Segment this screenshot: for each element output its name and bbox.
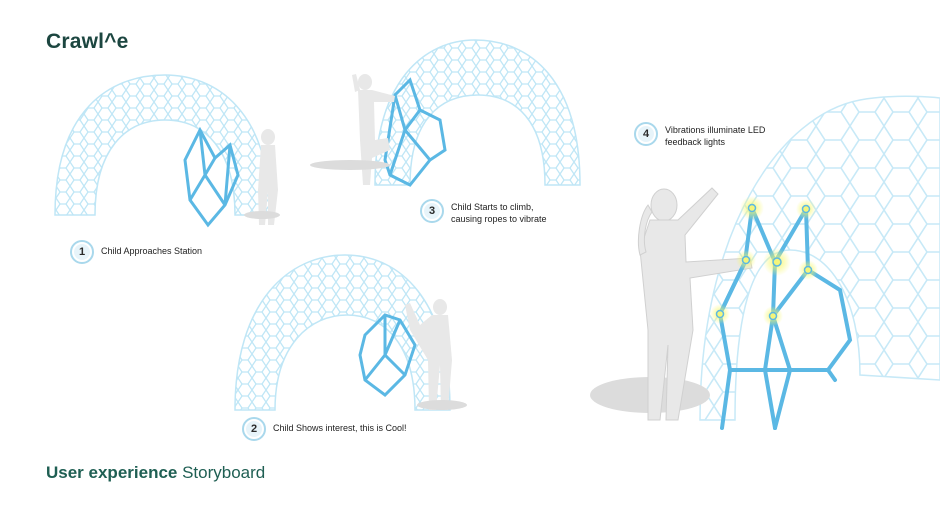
scene-1-dome	[54, 74, 280, 228]
step-3: 3 Child Starts to climb, causing ropes t…	[420, 199, 561, 225]
step-3-badge: 3	[420, 199, 444, 223]
step-2-badge: 2	[242, 417, 266, 441]
scene-1-child-silhouette	[244, 129, 280, 225]
step-3-caption: Child Starts to climb, causing ropes to …	[451, 202, 547, 224]
scene-2-dome	[234, 254, 467, 411]
step-4-caption: Vibrations illuminate LED feedback light…	[665, 125, 766, 147]
scene-2-climbing-ropes	[358, 313, 417, 397]
scene-4-child-silhouette	[637, 187, 753, 421]
scene-1-climbing-ropes	[183, 126, 240, 228]
step-2: 2 Child Shows interest, this is Cool!	[242, 417, 407, 441]
step-2-caption: Child Shows interest, this is Cool!	[273, 423, 407, 433]
step-4-badge: 4	[634, 122, 658, 146]
step-4: 4 Vibrations illuminate LED feedback lig…	[634, 122, 790, 148]
scene-2-child-silhouette	[405, 299, 467, 410]
scene-3-child-silhouette	[310, 74, 395, 185]
storyboard-label-bold: User experience	[46, 463, 178, 482]
page-title: Crawl^e	[46, 30, 129, 53]
scene-3-climbing-ropes	[383, 77, 447, 187]
storyboard-label: User experience Storyboard	[46, 463, 265, 483]
scene-4-dome	[590, 95, 940, 430]
storyboard-label-regular: Storyboard	[177, 463, 266, 482]
led-lights	[710, 196, 818, 326]
scene-3-dome	[310, 39, 581, 187]
step-1-badge: 1	[70, 240, 94, 264]
step-1-caption: Child Approaches Station	[101, 246, 203, 256]
step-1: 1 Child Approaches Station	[70, 240, 202, 264]
scene-4-climbing-ropes	[717, 206, 853, 430]
